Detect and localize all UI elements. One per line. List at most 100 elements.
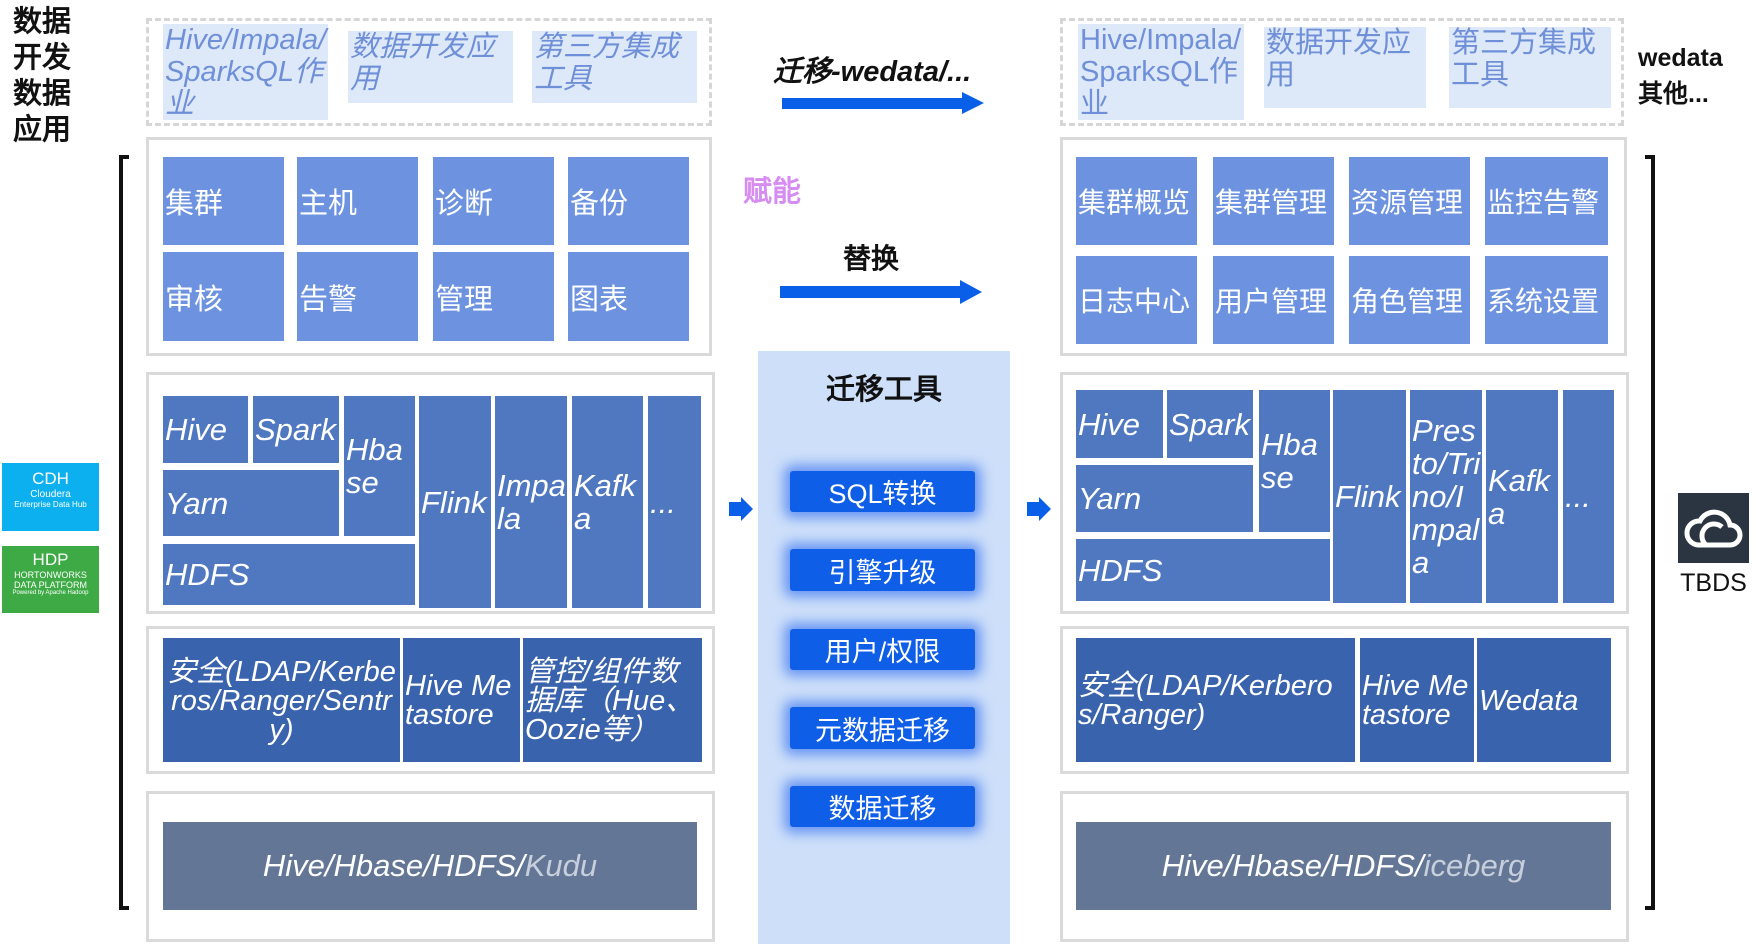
target-engine-more: ...: [1563, 390, 1614, 603]
right-bracket: [1645, 155, 1655, 910]
engine-label: Impala: [497, 468, 566, 536]
target-engine-hdfs: HDFS: [1076, 539, 1330, 601]
engine-label: Hive: [1078, 406, 1141, 442]
tbds-cloud-icon: [1678, 493, 1749, 563]
source-mgmt-tile: 告警: [297, 252, 418, 341]
source-engine-hive: Hive: [163, 396, 248, 463]
source-security: 安全(LDAP/Kerberos/Ranger/Sentry): [163, 638, 400, 762]
replace-arrow: [780, 280, 982, 304]
empower-label: 赋能: [743, 176, 802, 208]
source-mgmt-tile: 管理: [433, 252, 554, 341]
metastore-label: Hive Metastore: [405, 670, 512, 731]
source-mgmt-tile: 备份: [568, 157, 689, 245]
source-metastore: Hive Metastore: [403, 638, 520, 762]
engine-label: Yarn: [1078, 481, 1142, 516]
source-mgmt-db: 管控/组件数据库（Hue、Oozie等）: [523, 638, 702, 762]
wedata-label: Wedata: [1479, 684, 1579, 717]
source-mgmt-tile: 诊断: [433, 157, 554, 245]
target-app-dev: 数据开发应用: [1264, 27, 1426, 108]
replace-label: 替换: [843, 243, 900, 274]
engine-label: Kafka: [1488, 462, 1551, 531]
storage-main: Hive/Hbase/HDFS/: [262, 848, 525, 883]
other-label: wedata 其他...: [1638, 44, 1723, 108]
cdh-title: CDH: [32, 469, 69, 488]
source-engine-kafka: Kafka: [572, 396, 643, 608]
source-mgmt-tile: 集群: [163, 157, 284, 245]
hdp-title: HDP: [32, 550, 69, 569]
tbds-label: TBDS: [1680, 569, 1747, 597]
target-mgmt-tile: 日志中心: [1076, 256, 1197, 344]
target-mgmt-tile: 监控告警: [1485, 157, 1608, 245]
security-label: 安全(LDAP/Kerberos/Ranger): [1078, 670, 1333, 731]
target-mgmt-tile: 资源管理: [1349, 157, 1470, 245]
target-mgmt-tile: 角色管理: [1349, 256, 1470, 344]
target-mgmt-tile: 集群管理: [1213, 157, 1334, 245]
target-security: 安全(LDAP/Kerberos/Ranger): [1076, 638, 1355, 762]
engine-label: Kafka: [574, 468, 637, 536]
cdh-line2: Enterprise Data Hub: [14, 500, 87, 509]
source-engine-hdfs: HDFS: [163, 544, 415, 605]
target-engine-hbase: Hbase: [1259, 390, 1330, 532]
source-mgmt-tile: 主机: [297, 157, 418, 245]
engine-label: Hbase: [346, 432, 403, 500]
source-engine-more: ...: [648, 396, 701, 608]
engine-label: Hbase: [1261, 427, 1318, 495]
storage-main: Hive/Hbase/HDFS/: [1161, 848, 1424, 883]
hdp-logo: HDP HORTONWORKS DATA PLATFORM Powered by…: [2, 546, 99, 613]
source-storage: Hive/Hbase/HDFS/Kudu: [163, 822, 697, 910]
source-engine-flink: Flink: [419, 396, 491, 608]
target-engine-spark: Spark: [1167, 390, 1253, 458]
engine-label: HDFS: [165, 557, 250, 592]
engine-label: Spark: [1169, 406, 1250, 442]
source-engine-impala: Impala: [495, 396, 567, 608]
arrow-right-icon: [729, 497, 753, 521]
source-app-sql-jobs: Hive/Impala/SparksQL作业: [163, 24, 328, 120]
source-engine-hbase: Hbase: [344, 396, 415, 536]
arrow-right-icon: [1027, 497, 1051, 521]
tool-user-permission[interactable]: 用户/权限: [790, 629, 975, 670]
engine-label: Yarn: [165, 485, 229, 521]
target-mgmt-tile: 用户管理: [1213, 256, 1334, 344]
engine-label: HDFS: [1078, 552, 1163, 588]
migrate-arrow: [782, 92, 984, 114]
hdp-line3: Powered by Apache Hadoop: [12, 590, 89, 596]
target-app-sql-jobs: Hive/Impala/SparksQL作业: [1078, 24, 1244, 120]
engine-label: Flink: [1335, 479, 1401, 514]
target-storage: Hive/Hbase/HDFS/iceberg: [1076, 822, 1611, 910]
hdp-line1: HORTONWORKS: [14, 570, 87, 580]
source-engine-yarn: Yarn: [163, 470, 339, 536]
hdp-line2: DATA PLATFORM: [13, 580, 87, 590]
target-engine-flink: Flink: [1333, 390, 1406, 603]
source-app-third-party: 第三方集成工具: [532, 31, 697, 103]
source-apps-box: [146, 18, 712, 126]
tool-data-migration[interactable]: 数据迁移: [790, 786, 975, 827]
left-bracket: [119, 155, 129, 910]
target-engine-presto: Presto/Trino/Impala: [1410, 390, 1482, 603]
left-title: 数据 开发 数据 应用: [13, 6, 72, 146]
storage-tail: iceberg: [1423, 848, 1526, 883]
engine-label: Flink: [421, 484, 487, 520]
target-engine-kafka: Kafka: [1486, 390, 1558, 603]
cdh-line1: Cloudera: [30, 489, 71, 500]
engine-label: Spark: [255, 412, 336, 447]
source-engine-spark: Spark: [253, 396, 339, 463]
mgmt-db-label: 管控/组件数据库（Hue、Oozie等）: [525, 655, 695, 746]
target-mgmt-tile: 集群概览: [1076, 157, 1197, 245]
metastore-label: Hive Metastore: [1362, 670, 1469, 731]
target-engine-yarn: Yarn: [1076, 465, 1253, 532]
target-apps-box: [1060, 18, 1624, 126]
target-wedata: Wedata: [1477, 638, 1611, 762]
engine-label: ...: [650, 484, 676, 520]
tool-metadata-migration[interactable]: 元数据迁移: [790, 707, 975, 749]
engine-label: ...: [1565, 479, 1591, 514]
target-app-third-party: 第三方集成工具: [1449, 27, 1611, 108]
tool-sql-convert[interactable]: SQL转换: [790, 471, 975, 512]
target-metastore: Hive Metastore: [1360, 638, 1474, 762]
migrate-label: 迁移-wedata/...: [773, 56, 972, 88]
tool-engine-upgrade[interactable]: 引擎升级: [790, 549, 975, 591]
engine-label: Presto/Trino/Impala: [1412, 413, 1481, 580]
storage-tail: Kudu: [524, 848, 598, 883]
engine-label: Hive: [165, 412, 228, 447]
source-mgmt-tile: 审核: [163, 252, 284, 341]
target-mgmt-tile: 系统设置: [1485, 256, 1608, 344]
